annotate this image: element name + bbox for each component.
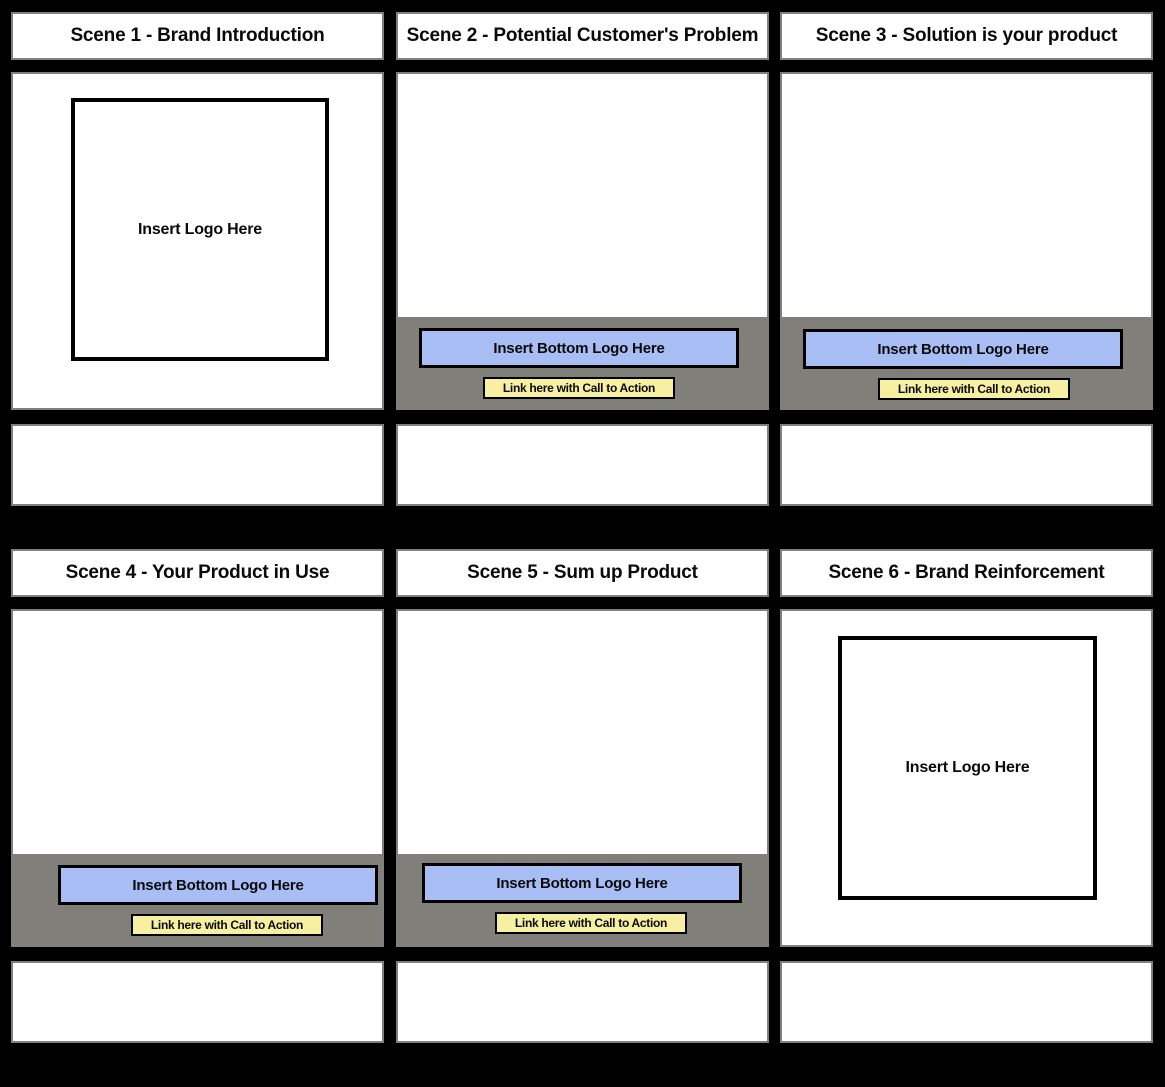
scene-body-5[interactable]: Insert Bottom Logo Here Link here with C… — [396, 609, 769, 947]
scene-title-label: Scene 1 - Brand Introduction — [70, 25, 325, 46]
scene-notes-6[interactable] — [780, 961, 1153, 1043]
bottom-logo-label: Insert Bottom Logo Here — [877, 340, 1049, 358]
cta-label: Link here with Call to Action — [150, 918, 304, 932]
cta-label: Link here with Call to Action — [897, 382, 1051, 396]
logo-placeholder-1[interactable]: Insert Logo Here — [71, 98, 329, 361]
bottom-logo-placeholder-3[interactable]: Insert Bottom Logo Here — [803, 329, 1123, 369]
scene-footer-bar-5: Insert Bottom Logo Here Link here with C… — [398, 854, 767, 945]
scene-notes-1[interactable] — [11, 424, 384, 506]
scene-footer-bar-2: Insert Bottom Logo Here Link here with C… — [398, 317, 767, 408]
bottom-logo-label: Insert Bottom Logo Here — [496, 874, 668, 892]
scene-body-3[interactable]: Insert Bottom Logo Here Link here with C… — [780, 72, 1153, 410]
scene-title-label: Scene 3 - Solution is your product — [815, 25, 1118, 46]
logo-placeholder-label: Insert Logo Here — [905, 759, 1030, 776]
scene-title-label: Scene 6 - Brand Reinforcement — [828, 562, 1105, 583]
scene-footer-bar-3: Insert Bottom Logo Here Link here with C… — [782, 317, 1151, 408]
cta-button-3[interactable]: Link here with Call to Action — [878, 378, 1070, 400]
scene-title-label: Scene 4 - Your Product in Use — [65, 562, 330, 583]
scene-body-6[interactable]: Insert Logo Here — [780, 609, 1153, 947]
scene-title-label: Scene 5 - Sum up Product — [467, 562, 698, 583]
bottom-logo-label: Insert Bottom Logo Here — [132, 876, 304, 894]
scene-title-1: Scene 1 - Brand Introduction — [11, 12, 384, 60]
scene-title-5: Scene 5 - Sum up Product — [396, 549, 769, 597]
logo-placeholder-label: Insert Logo Here — [138, 220, 262, 238]
logo-placeholder-6[interactable]: Insert Logo Here — [838, 636, 1097, 900]
scene-notes-3[interactable] — [780, 424, 1153, 506]
cta-label: Link here with Call to Action — [502, 381, 656, 395]
cta-button-4[interactable]: Link here with Call to Action — [131, 914, 323, 936]
scene-body-2[interactable]: Insert Bottom Logo Here Link here with C… — [396, 72, 769, 410]
cta-label: Link here with Call to Action — [514, 916, 668, 930]
scene-notes-4[interactable] — [11, 961, 384, 1043]
scene-body-1[interactable]: Insert Logo Here — [11, 72, 384, 410]
scene-notes-2[interactable] — [396, 424, 769, 506]
bottom-logo-label: Insert Bottom Logo Here — [493, 339, 665, 357]
scene-title-3: Scene 3 - Solution is your product — [780, 12, 1153, 60]
scene-notes-5[interactable] — [396, 961, 769, 1043]
cta-button-5[interactable]: Link here with Call to Action — [495, 912, 687, 934]
scene-body-4[interactable]: Insert Bottom Logo Here Link here with C… — [11, 609, 384, 947]
scene-title-2: Scene 2 - Potential Customer's Problem — [396, 12, 769, 60]
bottom-logo-placeholder-5[interactable]: Insert Bottom Logo Here — [422, 863, 742, 903]
cta-button-2[interactable]: Link here with Call to Action — [483, 377, 675, 399]
scene-title-6: Scene 6 - Brand Reinforcement — [780, 549, 1153, 597]
scene-footer-bar-4: Insert Bottom Logo Here Link here with C… — [13, 854, 382, 945]
bottom-logo-placeholder-4[interactable]: Insert Bottom Logo Here — [58, 865, 378, 905]
bottom-logo-placeholder-2[interactable]: Insert Bottom Logo Here — [419, 328, 739, 368]
scene-title-label: Scene 2 - Potential Customer's Problem — [406, 25, 759, 46]
scene-title-4: Scene 4 - Your Product in Use — [11, 549, 384, 597]
